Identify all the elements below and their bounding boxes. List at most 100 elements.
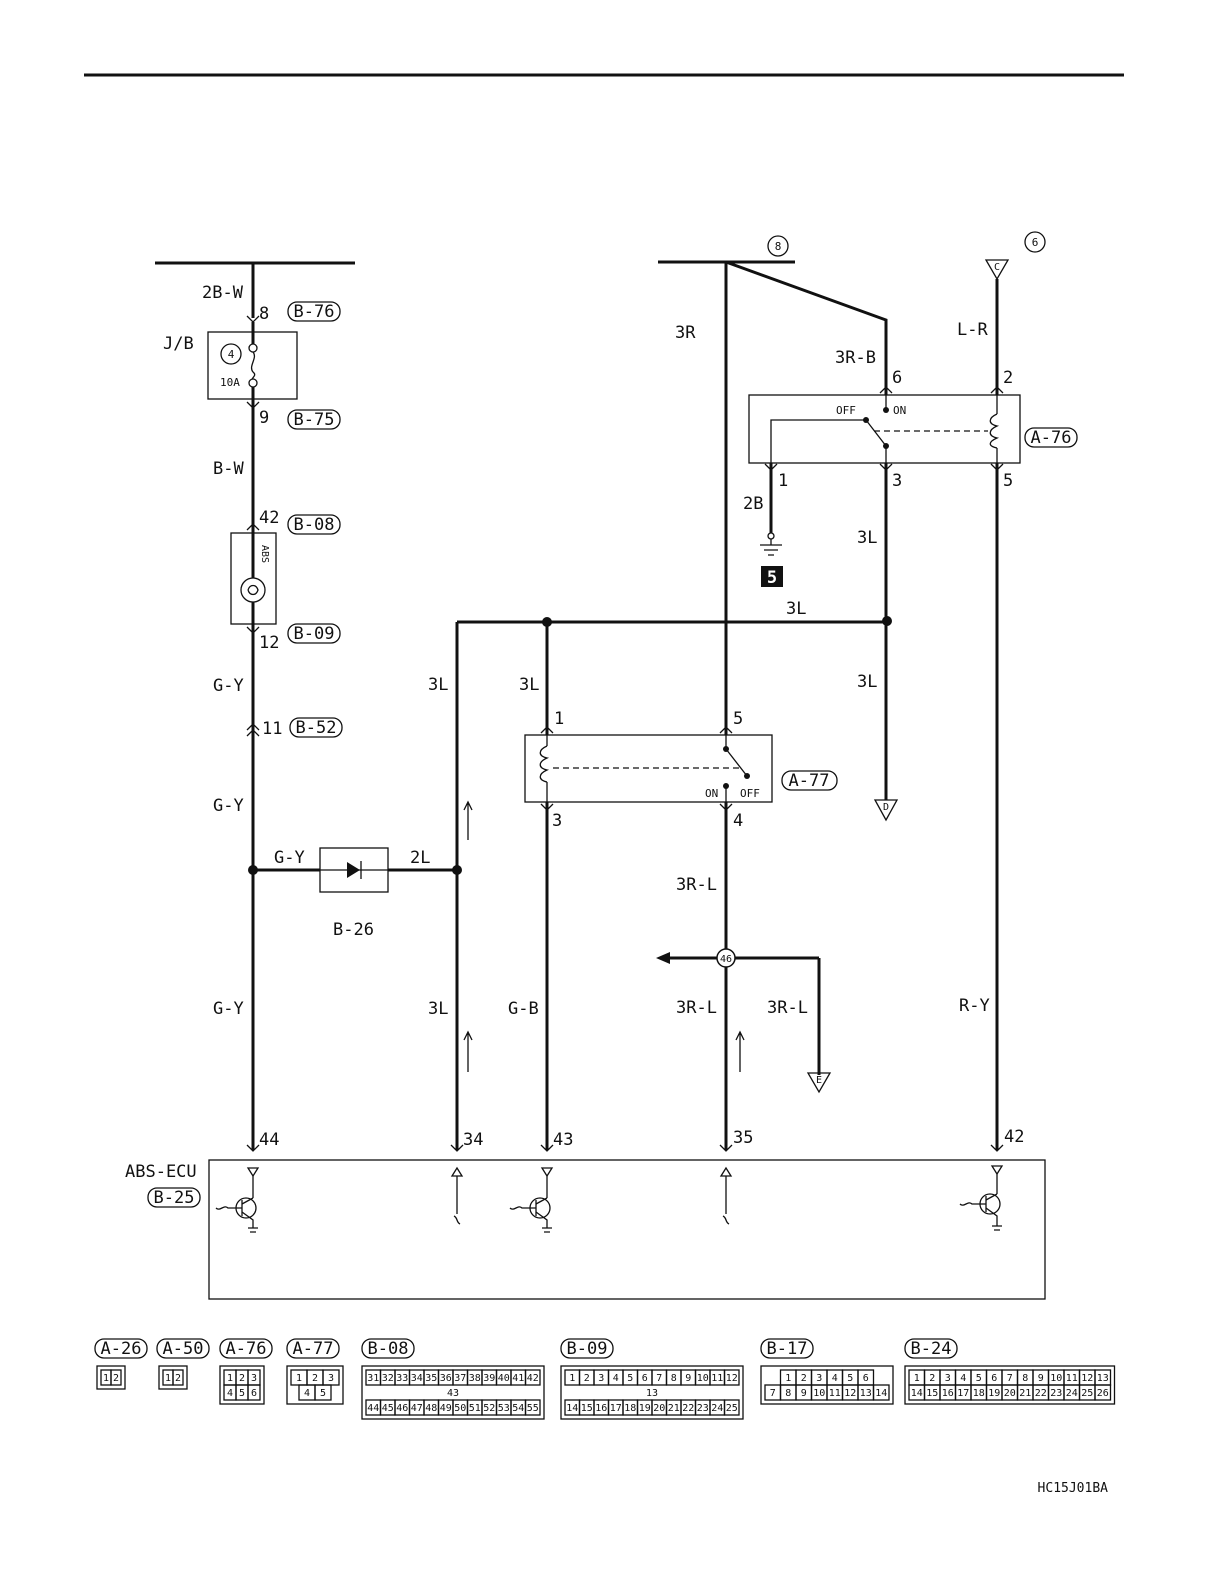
connector-d-arrow (873, 799, 899, 822)
legend-pin-number: 51 (469, 1403, 481, 1414)
connector-c-label: C (994, 262, 1000, 273)
relay-a77-contact (725, 748, 748, 777)
legend-pin-number: 9 (1038, 1373, 1044, 1384)
legend-body (219, 1365, 265, 1405)
terminal-mark-42 (246, 523, 260, 531)
legend-pin-number: 13 (646, 1388, 658, 1399)
diagram-code: HC15J01BA (1038, 1481, 1109, 1496)
legend-pin-number: 42 (527, 1373, 539, 1384)
terminal-mark-12 (246, 626, 260, 634)
ecu-transistor-42 (959, 1174, 1002, 1231)
legend-tag (361, 1338, 415, 1359)
legend-pin-number: 6 (863, 1373, 869, 1384)
terminal-11: 11 (262, 719, 282, 739)
legend-pin-number: 3 (816, 1373, 822, 1384)
connector-e-arrow (806, 1072, 832, 1094)
legend-pin-number: 54 (512, 1403, 524, 1414)
wire-label-3rl3: 3R-L (767, 998, 808, 1018)
legend-pin-number: 26 (1097, 1388, 1109, 1399)
legend-pin-number: 1 (227, 1373, 233, 1384)
wire-label-3l-left1: 3L (428, 675, 448, 695)
legend-pin-number: 1 (785, 1373, 791, 1384)
a76-terminal-6: 6 (892, 368, 902, 388)
legend-pin-number: 38 (469, 1373, 481, 1384)
legend-pin-number: 18 (973, 1388, 985, 1399)
legend-pin-number: 53 (498, 1403, 510, 1414)
relay-a77-coil (539, 745, 550, 783)
legend-pin-number: 17 (610, 1403, 622, 1414)
legend-body (361, 1365, 545, 1420)
legend-pin-number: 34 (411, 1373, 423, 1384)
fuse-rating: 10A (220, 376, 240, 389)
terminal-42-lamp: 42 (259, 508, 279, 528)
connector-label-b75: B-75 (294, 410, 335, 430)
legend-pin-cell (247, 1384, 261, 1401)
connector-d-label: D (883, 802, 889, 813)
legend-pin-number: 33 (396, 1373, 408, 1384)
legend-body (286, 1365, 344, 1405)
legend-pin-number: 3 (945, 1373, 951, 1384)
legend-pin-cell (1094, 1384, 1112, 1401)
a77-terminal-5: 5 (733, 709, 743, 729)
connector-label-b09: B-09 (294, 624, 335, 644)
legend-pin-number: 5 (239, 1388, 245, 1399)
ground-number: 5 (767, 568, 777, 588)
legend-tag (760, 1338, 814, 1359)
legend-tag (904, 1338, 958, 1359)
legend-pin-number: 4 (832, 1373, 838, 1384)
legend-pin-cell (524, 1399, 541, 1416)
legend-pin-number: 24 (711, 1403, 723, 1414)
legend-pin-number: 2 (929, 1373, 935, 1384)
legend-pin-number: 1 (914, 1373, 920, 1384)
legend-pin-number: 3 (598, 1373, 604, 1384)
relay-a76-coil (989, 413, 1000, 449)
ref-6: 6 (1032, 236, 1039, 249)
wire-label-gb: G-B (508, 999, 539, 1019)
relay-a77-box (524, 734, 773, 803)
abs-lamp-icon (240, 577, 266, 603)
legend-tag-label: B-17 (767, 1339, 808, 1359)
legend-tag-label: A-77 (293, 1339, 334, 1359)
legend-pin-number: 11 (1066, 1373, 1078, 1384)
legend-pin-number: 17 (957, 1388, 969, 1399)
fuse-contact-bottom (248, 378, 258, 388)
legend-pin-number: 24 (1066, 1388, 1078, 1399)
legend-pin-number: 5 (627, 1373, 633, 1384)
legend-pin-number: 10 (697, 1373, 709, 1384)
connector-label-b25: B-25 (154, 1188, 195, 1208)
ecu-pin-43: 43 (553, 1130, 573, 1150)
legend-pin-number: 5 (320, 1388, 326, 1399)
legend-pin-number: 15 (581, 1403, 593, 1414)
legend-tag-label: B-24 (911, 1339, 952, 1359)
legend-pin-number: 8 (785, 1388, 791, 1399)
legend-pin-number: 36 (440, 1373, 452, 1384)
flow-arrow-2 (463, 1030, 473, 1072)
wire-label-2bw: 2B-W (202, 283, 244, 303)
legend-pin-number: 2 (175, 1373, 181, 1384)
legend-pin-number: 45 (382, 1403, 394, 1414)
legend-pin-number: 25 (1081, 1388, 1093, 1399)
legend-pin-number: 18 (624, 1403, 636, 1414)
legend-pin-number: 31 (367, 1373, 379, 1384)
ecu-pin-42: 42 (1004, 1127, 1024, 1147)
legend-pin-number: 21 (1019, 1388, 1031, 1399)
fuse-number: 4 (228, 348, 235, 361)
legend-pin-number: 1 (296, 1373, 302, 1384)
relay-a76-contact (865, 419, 887, 447)
legend-body (760, 1365, 894, 1405)
a76-terminal-2: 2 (1003, 368, 1013, 388)
legend-pin-number: 46 (396, 1403, 408, 1414)
legend-pin-cell (172, 1369, 184, 1386)
legend-pin-number: 6 (642, 1373, 648, 1384)
ground-number-box (761, 566, 783, 587)
legend-pin-number: 2 (584, 1373, 590, 1384)
legend-pin-number: 41 (512, 1373, 524, 1384)
legend-pin-number: 4 (960, 1373, 966, 1384)
wire-label-bw: B-W (213, 459, 244, 479)
connector-label-b08: B-08 (294, 515, 335, 535)
legend-pin-cell (524, 1369, 541, 1386)
